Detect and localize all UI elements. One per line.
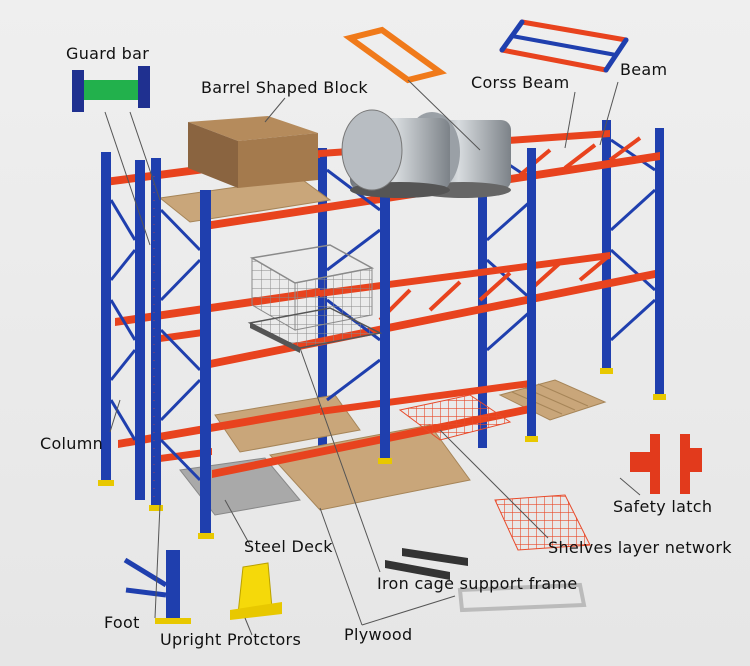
cross-beam-frame — [343, 26, 447, 84]
label-shelves-layer-network: Shelves layer network — [548, 538, 732, 557]
column-holes — [153, 170, 155, 500]
barrel-drums — [341, 109, 511, 198]
safety-latch-part — [630, 434, 702, 494]
iron-cage-frame-part — [385, 548, 587, 613]
rack-feet — [98, 368, 666, 539]
corss-beam-frame — [499, 19, 629, 73]
label-barrel-shaped-block: Barrel Shaped Block — [201, 78, 368, 97]
guard-bar-part — [72, 66, 150, 112]
plywood-board — [269, 424, 471, 511]
label-steel-deck: Steel Deck — [244, 537, 333, 556]
label-corss-beam: Corss Beam — [471, 73, 570, 92]
cardboard-box — [188, 116, 318, 188]
front-uprights — [101, 148, 536, 535]
label-upright-protectors: Upright Protctors — [160, 630, 302, 649]
label-beam: Beam — [620, 60, 668, 79]
label-column: Column — [40, 434, 104, 453]
label-guard-bar: Guard bar — [66, 44, 150, 63]
foot-part — [123, 550, 191, 624]
label-iron-cage-support-frame: Iron cage support frame — [377, 574, 578, 593]
label-safety-latch: Safety latch — [613, 497, 713, 516]
upright-protector-part — [230, 562, 282, 620]
label-plywood: Plywood — [344, 625, 413, 644]
label-foot: Foot — [104, 613, 140, 632]
wire-cage — [247, 244, 383, 353]
leader-lines — [104, 79, 641, 636]
